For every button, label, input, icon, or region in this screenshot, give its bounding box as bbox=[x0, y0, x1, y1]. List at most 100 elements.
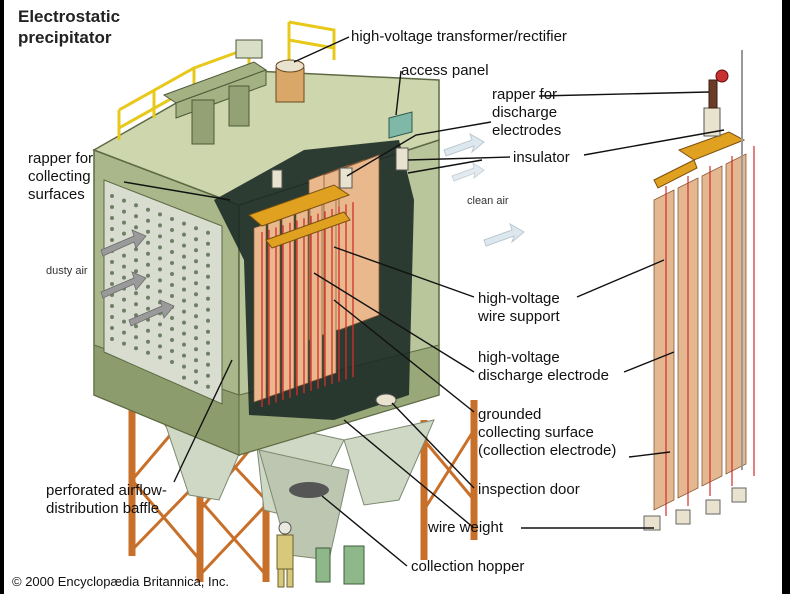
baffle-hole bbox=[182, 364, 186, 369]
baffle-hole bbox=[194, 226, 198, 231]
label-baffle-line-2: distribution baffle bbox=[46, 500, 160, 517]
baffle-hole bbox=[194, 347, 198, 352]
label-rapper-collecting-line-3: surfaces bbox=[28, 186, 85, 203]
baffle-hole bbox=[170, 349, 174, 353]
detail-plate bbox=[653, 189, 675, 511]
baffle-hole bbox=[134, 203, 138, 208]
barrels bbox=[315, 545, 365, 585]
detail-plate bbox=[701, 165, 723, 487]
label-discharge-electrode: high-voltage discharge electrode bbox=[478, 349, 609, 385]
roof-beam bbox=[162, 39, 268, 145]
baffle-hole bbox=[110, 194, 114, 198]
baffle-hole bbox=[170, 239, 174, 243]
transformer bbox=[275, 59, 305, 103]
baffle-hole bbox=[206, 274, 210, 279]
baffle-hole bbox=[122, 220, 126, 225]
baffle-hole bbox=[170, 338, 174, 342]
baffle-hole bbox=[206, 329, 210, 334]
baffle-hole bbox=[194, 292, 198, 297]
baffle-hole bbox=[206, 230, 210, 235]
label-clean-air: clean air bbox=[467, 195, 509, 207]
baffle-hole bbox=[194, 369, 198, 374]
baffle-hole bbox=[194, 358, 198, 363]
wire-support-frame bbox=[248, 184, 351, 249]
baffle-hole bbox=[122, 198, 126, 203]
baffle-hole bbox=[146, 240, 150, 245]
baffle-hole bbox=[170, 283, 174, 287]
baffle-hole bbox=[182, 309, 186, 314]
baffle-hole bbox=[206, 384, 210, 389]
baffle-hole bbox=[134, 214, 138, 219]
baffle-hole bbox=[110, 304, 114, 308]
clean-air-arrows bbox=[443, 132, 525, 247]
baffle-hole bbox=[110, 282, 114, 286]
baffle-hole bbox=[134, 291, 138, 296]
baffle-hole bbox=[158, 223, 162, 228]
baffle-hole bbox=[206, 373, 210, 378]
baffle-hole bbox=[158, 212, 162, 217]
baffle-hole bbox=[170, 360, 174, 364]
baffle-hole bbox=[194, 380, 198, 385]
baffle-hole bbox=[182, 331, 186, 336]
label-rapper-discharge-line-3: electrodes bbox=[492, 122, 562, 139]
electrode-assembly-detail bbox=[643, 50, 755, 531]
worker-figure bbox=[276, 521, 294, 588]
baffle-hole bbox=[122, 253, 126, 258]
baffle-hole bbox=[110, 326, 114, 330]
label-wire-support-line-2: wire support bbox=[478, 308, 560, 325]
baffle-hole bbox=[110, 337, 114, 341]
baffle-hole bbox=[122, 319, 126, 324]
inspection-door bbox=[375, 393, 397, 407]
baffle-hole bbox=[194, 336, 198, 341]
baffle-hole bbox=[134, 269, 138, 274]
baffle-hole bbox=[170, 228, 174, 232]
baffle-hole bbox=[146, 207, 150, 212]
baffle-hole bbox=[134, 324, 138, 329]
baffle-hole bbox=[146, 350, 150, 355]
label-rapper-discharge-line-1: rapper for bbox=[492, 86, 558, 103]
baffle-hole bbox=[182, 298, 186, 303]
baffle-hole bbox=[158, 267, 162, 272]
label-grounded-line-2: collecting surface bbox=[478, 424, 594, 441]
baffle-hole bbox=[170, 272, 174, 276]
baffle-hole bbox=[158, 234, 162, 239]
precipitator-illustration bbox=[92, 20, 755, 588]
title-line-1: Electrostatic bbox=[18, 7, 121, 26]
baffle-hole bbox=[194, 303, 198, 308]
baffle-hole bbox=[206, 318, 210, 323]
baffle-hole bbox=[122, 231, 126, 236]
baffle-hole bbox=[194, 248, 198, 253]
baffle-hole bbox=[206, 340, 210, 345]
label-baffle: perforated airflow- distribution baffle bbox=[46, 482, 167, 518]
label-grounded-surface: grounded collecting surface (collection … bbox=[478, 406, 616, 460]
baffle-hole bbox=[194, 314, 198, 319]
baffle-hole bbox=[110, 216, 114, 220]
baffle-hole bbox=[194, 237, 198, 242]
baffle-hole bbox=[110, 271, 114, 275]
baffle-hole bbox=[206, 307, 210, 312]
baffle-hole bbox=[146, 251, 150, 256]
baffle-hole bbox=[206, 362, 210, 367]
baffle-hole bbox=[146, 262, 150, 267]
baffle-hole bbox=[206, 296, 210, 301]
leader-lines bbox=[123, 36, 725, 567]
baffle-hole bbox=[206, 241, 210, 246]
label-wire-support: high-voltage wire support bbox=[478, 290, 560, 326]
baffle-hole bbox=[122, 308, 126, 313]
baffle-hole bbox=[122, 275, 126, 280]
baffle-hole bbox=[158, 355, 162, 360]
baffle-hole bbox=[122, 330, 126, 335]
label-wire-weight: wire weight bbox=[428, 519, 504, 536]
label-grounded-line-3: (collection electrode) bbox=[478, 442, 617, 459]
title-line-2: precipitator bbox=[18, 28, 112, 47]
baffle-hole bbox=[170, 316, 174, 320]
baffle-hole bbox=[146, 273, 150, 278]
insulators bbox=[271, 147, 409, 189]
baffle-hole bbox=[194, 281, 198, 286]
baffle-hole bbox=[122, 341, 126, 346]
baffle-hole bbox=[122, 264, 126, 269]
baffle-hole bbox=[194, 270, 198, 275]
baffle-hole bbox=[122, 209, 126, 214]
baffle-hole bbox=[146, 339, 150, 344]
discharge-wires bbox=[261, 202, 354, 407]
